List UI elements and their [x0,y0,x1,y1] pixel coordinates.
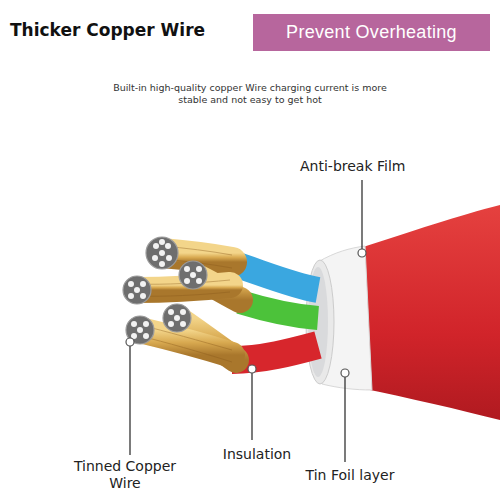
part-label: Tin Foil layer [290,466,410,484]
description-note: Built-in high-quality copper Wire chargi… [110,82,390,107]
diagram-title: Thicker Copper Wire [10,20,205,40]
part-label: Tinned Copper Wire [63,458,188,492]
part-label: Anti-break Film [300,157,460,175]
badge-box: Prevent Overheating [253,14,490,51]
part-label: Insulation [212,445,302,463]
badge-text: Prevent Overheating [286,22,457,43]
